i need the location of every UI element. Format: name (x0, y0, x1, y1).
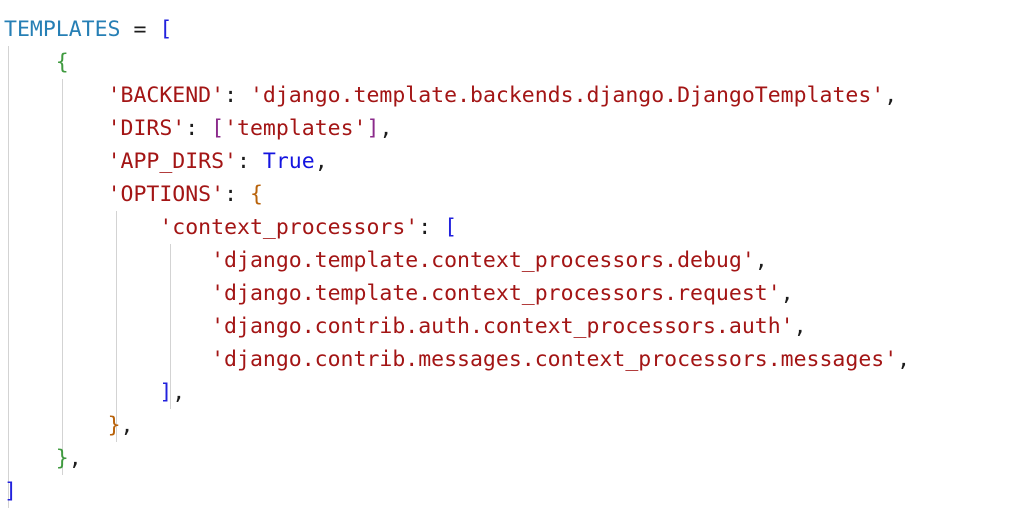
code-token (4, 347, 211, 372)
code-line[interactable]: 'OPTIONS': { (0, 178, 1024, 211)
code-token: 'DIRS' (107, 116, 186, 141)
code-token: [ (444, 215, 458, 240)
code-token (431, 215, 444, 240)
code-line[interactable]: }, (0, 442, 1024, 475)
code-token: 'templates' (224, 116, 367, 141)
code-token: ] (159, 380, 173, 405)
code-token: : (224, 182, 238, 207)
code-token: , (754, 248, 768, 273)
code-token: ] (366, 116, 380, 141)
code-line[interactable]: 'context_processors': [ (0, 211, 1024, 244)
code-token: : (224, 83, 238, 108)
code-line[interactable]: 'APP_DIRS': True, (0, 145, 1024, 178)
code-token (4, 413, 108, 438)
code-line[interactable]: 'django.template.context_processors.requ… (0, 277, 1024, 310)
code-token: [ (159, 17, 173, 42)
code-line[interactable]: TEMPLATES = [ (0, 13, 1024, 46)
code-token (4, 50, 56, 75)
code-line[interactable]: 'DIRS': ['templates'], (0, 112, 1024, 145)
code-token: True (262, 149, 315, 174)
code-token: , (780, 281, 794, 306)
code-token: 'APP_DIRS' (107, 149, 238, 174)
code-line[interactable]: ] (0, 475, 1024, 508)
code-token (4, 314, 211, 339)
code-token: : (237, 149, 250, 174)
code-token: , (379, 116, 393, 141)
code-line[interactable]: 'BACKEND': 'django.template.backends.dja… (0, 79, 1024, 112)
code-content[interactable]: TEMPLATES = [ { 'BACKEND': 'django.templ… (0, 13, 1024, 508)
code-token: , (314, 149, 328, 174)
code-token: ] (4, 479, 17, 504)
code-token (250, 149, 263, 174)
code-token (237, 83, 250, 108)
code-token: 'django.template.context_processors.debu… (211, 248, 755, 273)
code-token: , (793, 314, 807, 339)
code-token: , (120, 413, 134, 438)
code-token: { (55, 50, 69, 75)
code-line[interactable]: 'django.contrib.auth.context_processors.… (0, 310, 1024, 343)
code-token: = (133, 17, 147, 42)
code-token (4, 281, 211, 306)
code-token (4, 116, 108, 141)
code-token (198, 116, 211, 141)
code-line[interactable]: { (0, 46, 1024, 79)
code-token (4, 446, 56, 471)
code-token: , (897, 347, 911, 372)
code-token (4, 182, 108, 207)
code-token: 'django.template.context_processors.requ… (211, 281, 781, 306)
code-line[interactable]: 'django.template.context_processors.debu… (0, 244, 1024, 277)
code-token: 'django.template.backends.django.DjangoT… (249, 83, 885, 108)
code-token: TEMPLATES (4, 17, 121, 42)
code-token: } (55, 446, 69, 471)
code-token (4, 215, 159, 240)
code-token (4, 149, 108, 174)
code-token (4, 380, 159, 405)
code-token: , (884, 83, 898, 108)
code-token (237, 182, 250, 207)
code-token: : (418, 215, 432, 240)
code-token: [ (211, 116, 225, 141)
code-token: } (107, 413, 121, 438)
code-token: 'OPTIONS' (107, 182, 225, 207)
code-token (4, 83, 108, 108)
code-token: 'BACKEND' (107, 83, 225, 108)
code-token: 'django.contrib.messages.context_process… (211, 347, 898, 372)
code-token: 'django.contrib.auth.context_processors.… (211, 314, 794, 339)
code-token (146, 17, 159, 42)
code-token: : (185, 116, 199, 141)
code-line[interactable]: 'django.contrib.messages.context_process… (0, 343, 1024, 376)
code-token: 'context_processors' (159, 215, 419, 240)
code-token: , (68, 446, 82, 471)
code-token: { (249, 182, 263, 207)
code-token (121, 17, 134, 42)
code-token (4, 248, 211, 273)
code-token: , (172, 380, 186, 405)
code-line[interactable]: }, (0, 409, 1024, 442)
code-line[interactable]: ], (0, 376, 1024, 409)
